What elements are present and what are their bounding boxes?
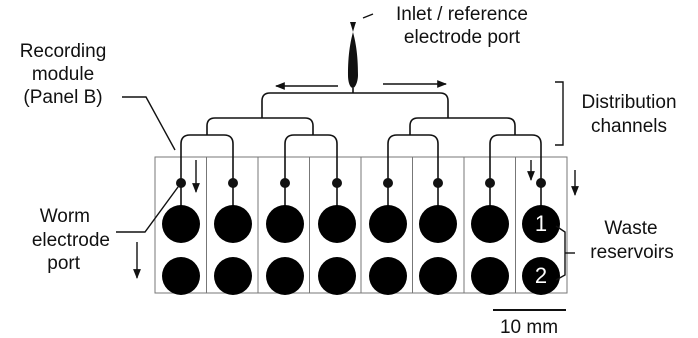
worm-electrode-port bbox=[536, 178, 546, 188]
waste-reservoir-upper bbox=[369, 205, 407, 243]
waste-reservoir-upper bbox=[522, 205, 560, 243]
distribution-bracket bbox=[555, 81, 564, 146]
worm-electrode-port bbox=[228, 178, 238, 188]
recording-label-line1: Recording bbox=[20, 41, 107, 62]
worm-label-line3: port bbox=[47, 253, 80, 274]
waste-reservoir-upper bbox=[162, 205, 200, 243]
waste-reservoir-lower bbox=[162, 257, 200, 295]
reservoir-number-1: 1 bbox=[535, 211, 547, 236]
inlet-label-line1: Inlet / reference bbox=[396, 4, 528, 25]
waste-reservoir-lower bbox=[266, 257, 304, 295]
worm-electrode-port bbox=[280, 178, 290, 188]
recording-label-line3: (Panel B) bbox=[23, 87, 102, 108]
well-array bbox=[162, 178, 560, 295]
worm-electrode-port bbox=[485, 178, 495, 188]
worm-label-line1: Worm bbox=[40, 206, 90, 227]
waste-reservoir-upper bbox=[471, 205, 509, 243]
waste-reservoir-lower bbox=[214, 257, 252, 295]
waste-reservoir-upper bbox=[318, 205, 356, 243]
worm-label-line2: electrode bbox=[32, 230, 110, 251]
inlet-port-drop bbox=[348, 22, 358, 88]
worm-leader-line bbox=[116, 186, 179, 233]
waste-reservoir-upper bbox=[266, 205, 304, 243]
worm-electrode-port bbox=[433, 178, 443, 188]
distribution-label-line1: Distribution bbox=[581, 92, 676, 113]
inlet-label-line2: electrode port bbox=[404, 27, 521, 48]
scale-bar-label: 10 mm bbox=[500, 317, 558, 338]
inlet-leader-line bbox=[362, 13, 374, 19]
worm-electrode-port bbox=[383, 178, 393, 188]
reservoir-number-2: 2 bbox=[535, 263, 547, 288]
waste-label-line1: Waste bbox=[604, 218, 657, 239]
waste-reservoir-lower bbox=[318, 257, 356, 295]
waste-reservoir-upper bbox=[419, 205, 457, 243]
recording-leader-line bbox=[122, 96, 176, 151]
worm-electrode-port bbox=[332, 178, 342, 188]
worm-electrode-port bbox=[176, 178, 186, 188]
distribution-label-line2: channels bbox=[591, 116, 667, 137]
recording-label-line2: module bbox=[32, 64, 94, 85]
waste-reservoir-lower bbox=[522, 257, 560, 295]
waste-reservoir-upper bbox=[214, 205, 252, 243]
waste-reservoir-lower bbox=[369, 257, 407, 295]
distribution-channel-tree bbox=[180, 22, 542, 180]
waste-reservoir-lower bbox=[471, 257, 509, 295]
waste-label-line2: reservoirs bbox=[590, 242, 673, 263]
waste-reservoir-lower bbox=[419, 257, 457, 295]
